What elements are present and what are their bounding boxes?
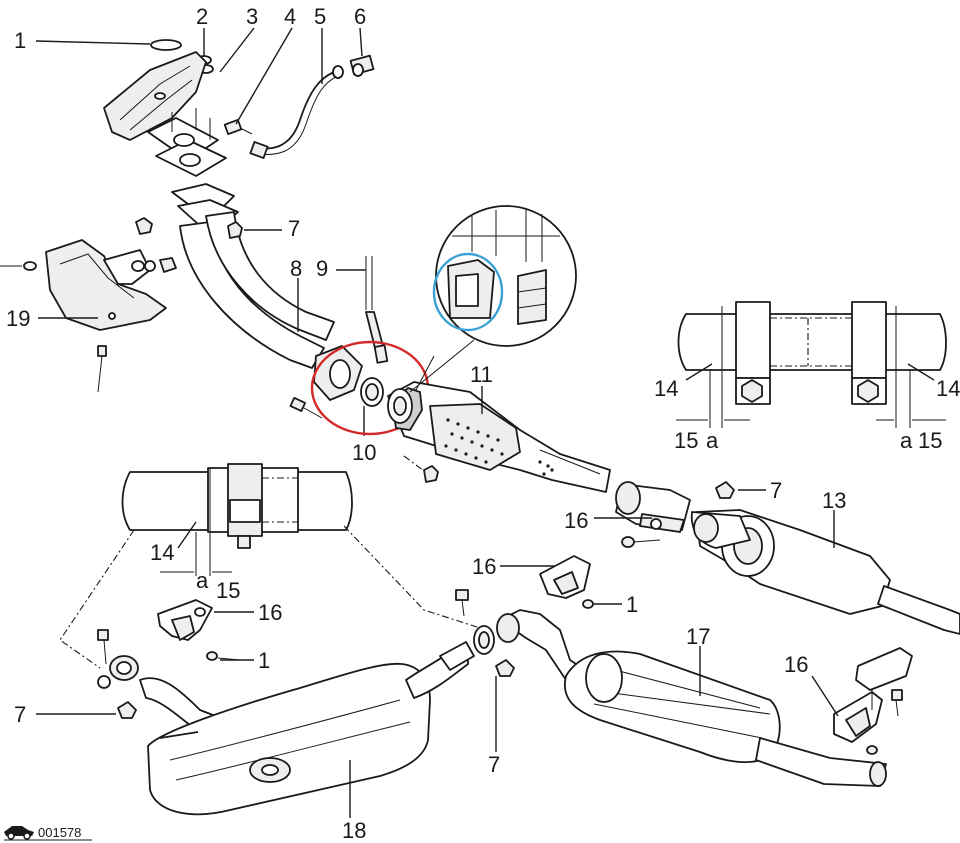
- nut-upper-left: [135, 217, 153, 235]
- callout-5: 5: [314, 4, 326, 29]
- bolt-19-right: [131, 257, 177, 273]
- callout-1-b: 1: [626, 592, 638, 617]
- callout-14-b: 14: [936, 376, 960, 401]
- part-16-bracket-left: [157, 599, 213, 641]
- clamp-detail-right: [676, 301, 947, 428]
- part-6-sensor-plug: [349, 54, 375, 77]
- callout-13: 13: [822, 488, 846, 513]
- callout-19: 19: [6, 306, 30, 331]
- callout-14-a: 14: [654, 376, 678, 401]
- callout-8: 8: [290, 256, 302, 281]
- part-7-nut-d: [495, 659, 515, 677]
- part-7-nut-b: [715, 481, 735, 499]
- callout-16-b: 16: [472, 554, 496, 579]
- callout-1-a: 1: [14, 28, 26, 53]
- part-10-gasket: [360, 377, 384, 407]
- part-16-bracket-right: [833, 647, 913, 755]
- part-18-front-muffler: [139, 641, 475, 816]
- bolt-pipe: [289, 396, 323, 419]
- bolt-center: [455, 589, 469, 617]
- callout-16-d: 16: [784, 652, 808, 677]
- callout-18: 18: [342, 818, 366, 843]
- detail-inset: [409, 205, 577, 393]
- callout-7-b: 7: [770, 478, 782, 503]
- part-13-rear-muffler: [690, 509, 960, 635]
- callout-16-a: 16: [564, 508, 588, 533]
- callout-11: 11: [470, 362, 493, 387]
- part-7-nut-a: [227, 221, 243, 239]
- car-logo-icon: [4, 826, 34, 840]
- callout-9: 9: [316, 256, 328, 281]
- callout-7-c: 7: [14, 702, 26, 727]
- callout-16-c: 16: [258, 600, 282, 625]
- bolt-19-left: [0, 261, 37, 271]
- clamp-front-left: [97, 629, 139, 689]
- manifold-gasket-plate: [147, 108, 227, 177]
- center-gasket-ring: [473, 625, 495, 655]
- bolt-16-upper: [621, 536, 661, 548]
- callout-15-a: 15: [674, 428, 698, 453]
- part-1-oring: [150, 39, 182, 51]
- figure-code: 001578: [38, 825, 81, 840]
- callout-6: 6: [354, 4, 366, 29]
- part-16-clamp-upper: [615, 481, 691, 533]
- callout-4: 4: [284, 4, 296, 29]
- part-16-bracket-center: [539, 555, 591, 599]
- part-9-lambda-sensor: [365, 256, 389, 364]
- callout-a-3: a: [196, 568, 209, 593]
- part-17-middle-muffler: [496, 609, 887, 787]
- cat-texture-dots: [444, 418, 554, 476]
- callout-3: 3: [246, 4, 258, 29]
- nut-under-cat: [423, 465, 439, 483]
- blue-highlight-circle: [432, 252, 504, 332]
- callout-labels: 1 2 3 4 5 6 7 8 9 19 10 11 14 14 15 a a …: [6, 4, 960, 843]
- part-19-heat-shield: [45, 239, 167, 331]
- callout-7-d: 7: [488, 752, 500, 777]
- clamp-detail-left: [121, 463, 353, 576]
- callout-a-1: a: [706, 428, 719, 453]
- part-4-stud: [223, 119, 253, 135]
- part-1-bolt-left: [206, 651, 241, 661]
- part-8-down-pipe: [171, 183, 363, 401]
- callout-15-b: 15: [918, 428, 942, 453]
- callout-17: 17: [686, 624, 710, 649]
- part-5-lambda-tube: [249, 65, 344, 159]
- callout-a-2: a: [900, 428, 913, 453]
- figure-code-badge: 001578: [4, 825, 92, 841]
- part-3-heat-shield-manifold: [103, 51, 207, 141]
- bolt-19-bottom: [97, 345, 107, 393]
- callout-1-c: 1: [258, 648, 270, 673]
- callout-7-a: 7: [288, 216, 300, 241]
- part-7-nut-c: [117, 701, 137, 719]
- callout-10: 10: [352, 440, 376, 465]
- callout-2: 2: [196, 4, 208, 29]
- part-11-catalytic-converter: [387, 381, 611, 493]
- callout-15-c: 15: [216, 578, 240, 603]
- callout-14-c: 14: [150, 540, 174, 565]
